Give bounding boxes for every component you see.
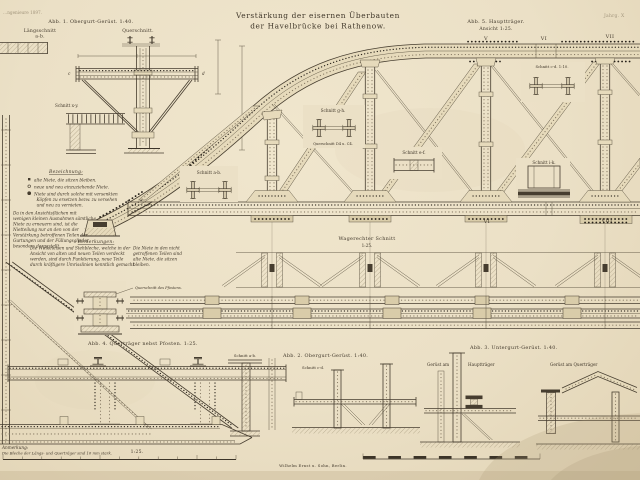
panel-numeral-bottom-viii: VIII	[600, 218, 612, 224]
legend-item-3-line2: Köpfen zu ersetzen bezw. zu versehen	[36, 197, 118, 202]
plate-title-line1: Verstärkung der eisernen Überbauten	[235, 11, 400, 20]
section-band-cluster	[554, 252, 640, 288]
panel-numeral-top-v: V	[483, 36, 488, 42]
truss-post	[359, 59, 381, 202]
horizontal-section-band: Wagerechter Schnitt 1:25.	[221, 236, 640, 288]
wagerechter-schnitt-label: Wagerechter Schnitt	[339, 236, 396, 242]
fig5-caption-line1: Abb. 5. Hauptträger.	[466, 19, 524, 25]
plate-header: …ngenieure 1897. Jahrg. X Verstärkung de…	[3, 10, 625, 225]
fig4-anmerkung-title: Anmerkung:	[1, 445, 29, 450]
legend-note-line3: Niete zu erneuern sind, ist die	[12, 222, 78, 227]
legend-item-1: alte Niete, die sitzen bleiben.	[34, 178, 96, 183]
panel-numeral-top-vii: VII	[605, 34, 615, 40]
fig2-sub-label: Schnitt c-d.	[302, 365, 324, 370]
legend-note-line5: Verstärkung betroffenen Teilen der	[13, 233, 89, 238]
bottom-girder: Anmerkung: Die Bleche der Längs- und Que…	[0, 416, 253, 456]
panel-numeral-bottom-vi: VI	[483, 219, 490, 225]
remarks-col1-line3: werden, sind durch Punktierung, neue Tei…	[30, 257, 124, 262]
scale-bar-right	[362, 453, 541, 460]
panel-numeral-top-vi: VI	[540, 36, 547, 42]
truss-post	[475, 57, 497, 202]
section-band-cluster	[319, 252, 421, 288]
remarks-col2-line4: bleiben.	[133, 262, 150, 267]
fig2-caption: Abb. 2. Obergurt-Gerüst. 1:40.	[282, 353, 368, 359]
fig4-stiffener-group	[90, 382, 120, 425]
corner-text-right: Jahrg. X	[603, 13, 625, 19]
remarks-col1-line1: Die Winkeleisen und Stehbleche, welche i…	[29, 246, 131, 251]
fig3-label-geruest-am-quertraeger: Gerüst am Querträger	[550, 362, 597, 367]
legend-note-line6: Gurtungen und der Füllungsglieder	[13, 238, 90, 243]
legend-note-line2: wenigen kleinen Ausnahmen sämtliche	[13, 216, 96, 221]
section-inset-cd: Schnitt c-d. 1:10.	[521, 62, 585, 102]
section-ef-label: Schnitt e-f.	[402, 150, 425, 155]
fig1-laengsschnitt-label: Längsschnitt	[24, 28, 56, 34]
section-gh-sub-label: Querschnitt D4 u. C4.	[313, 142, 353, 146]
truss-node-gussets	[245, 190, 633, 224]
scale-bar-left: 1:25.	[2, 449, 237, 461]
left-edge-member	[1, 115, 11, 444]
remarks-bemerkungen: Bemerkungen: Die Winkeleisen und Stehble…	[29, 239, 182, 267]
legend-symbol-old-rivet	[28, 178, 31, 181]
pfosten-detail-label: Querschnitt des Pfostens.	[135, 286, 182, 290]
fig4-sub-label: Schnitt a-b.	[234, 353, 256, 358]
section-ab-label: Schnitt a-b.	[197, 170, 222, 175]
fig1-obergurt-geruest: Abb. 1. Obergurt-Gerüst. 1:40. Längsschn…	[0, 19, 245, 154]
section-inset-ab: Schnitt a-b.	[180, 166, 238, 202]
legend-item-2: neue und neu einzuziehende Niete.	[34, 185, 109, 190]
section-inset-ef: Schnitt e-f.	[388, 147, 442, 179]
wagerechter-schnitt-scale: 1:25.	[362, 243, 373, 248]
legend-note-line1: Da in den Ansichtsflächen mit	[12, 211, 77, 216]
rail-profile	[189, 357, 207, 367]
legend-bezeichnung: Bezeichnung: alte Niete, die sitzen blei…	[12, 169, 118, 249]
plan-splice-plates	[202, 295, 582, 319]
scale-label-left: 1:25.	[131, 449, 144, 455]
legend-symbol-new-rivet	[27, 184, 31, 188]
section-cd-label: Schnitt c-d. 1:10.	[535, 64, 568, 69]
fig2-obergurt-geruest: Abb. 2. Obergurt-Gerüst. 1:40. Schnitt c…	[282, 353, 420, 434]
fig1-girder-strip	[0, 42, 48, 54]
truss-post	[594, 57, 616, 202]
remarks-col1-line4: durch kräftigere Umrisslinien kenntlich …	[30, 262, 136, 267]
fig3-label-haupttraeger: Hauptträger	[468, 362, 495, 367]
legend-symbol-countersunk-rivet	[27, 191, 32, 196]
fig1-laengsschnitt-ab: a-b.	[35, 34, 45, 40]
remarks-title: Bemerkungen:	[77, 239, 115, 245]
section-gh-label: Schnitt g-h.	[321, 108, 346, 113]
portal-diagonal-braces	[5, 261, 239, 430]
remarks-col2-line2: getroffenen Teilen sind	[133, 251, 182, 256]
section-ik-label: Schnitt i-k.	[532, 160, 555, 165]
section-inset-ik: Schnitt i-k.	[516, 158, 570, 200]
fig1-section-letter-d: d	[202, 71, 205, 76]
fig4-anmerkung-text: Die Bleche der Längs- und Querträger sin…	[1, 451, 112, 456]
section-band-cluster	[435, 252, 537, 288]
chord-plan-bands	[85, 295, 640, 329]
fig1-caption: Abb. 1. Obergurt-Gerüst. 1:40.	[47, 19, 133, 25]
section-inset-gh: Schnitt g-h. Querschnitt D4 u. C4.	[303, 105, 365, 148]
page-edge-shading	[0, 413, 640, 480]
legend-note-line7: besonders dargestellt.	[13, 244, 61, 249]
fig4-caption: Abb. 4. Querträger nebst Pfosten. 1:25.	[87, 341, 198, 347]
truss-post	[261, 109, 283, 202]
fig3-untergurt-geruest: Abb. 3. Untergurt-Gerüst. 1:40. Gerüst a…	[420, 345, 640, 450]
legend-item-3-line3: und neu zu vernieten.	[37, 203, 83, 208]
remarks-col1-line2: Ansicht von alten und neuen Teilen verde…	[29, 251, 125, 256]
fig1-querschnitt-label: Querschnitt.	[122, 28, 154, 34]
legend-note-line4: Nietteilung nur an den von der	[12, 227, 80, 232]
plate-title-line2: der Havelbrücke bei Rathenow.	[250, 22, 386, 31]
legend-title: Bezeichnung:	[48, 169, 83, 175]
legend-item-3-line1: Niete sind durch solche mit versenkten	[33, 192, 118, 197]
publisher-imprint: Wilhelm Ernst u. Sohn, Berlin.	[279, 463, 347, 468]
corner-text-left: …ngenieure 1897.	[3, 10, 42, 15]
section-xy-label: Schnitt x-y.	[55, 103, 79, 108]
fig1-section-letter-c: c	[68, 71, 71, 76]
remarks-col2-line1: Die Niete in den nicht	[132, 246, 180, 251]
section-detail-xy: Schnitt x-y.	[55, 103, 125, 154]
remarks-col2-line3: alte Niete, die sitzen	[133, 257, 177, 262]
fig3-label-geruest-am: Gerüst am	[427, 362, 449, 367]
pfosten-section-detail: Querschnitt des Pfostens.	[74, 281, 182, 335]
section-band-cluster	[221, 252, 323, 288]
fig5-caption-line2: Ansicht 1:25.	[478, 26, 513, 32]
fig3-caption: Abb. 3. Untergurt-Gerüst. 1:40.	[469, 345, 558, 351]
